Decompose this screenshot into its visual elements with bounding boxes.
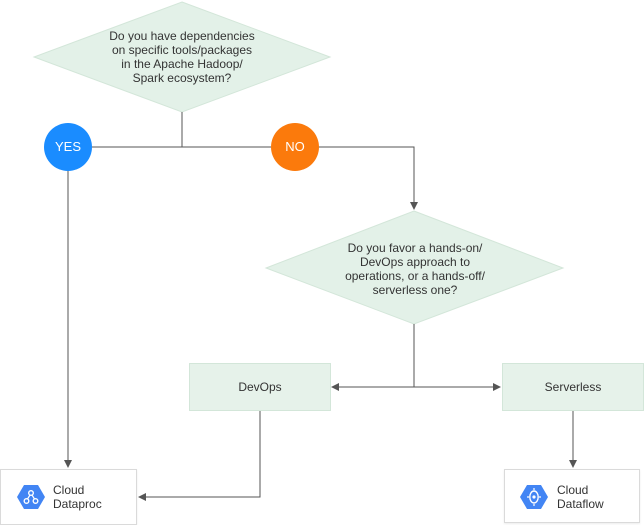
edge-devops-to-dataproc	[138, 411, 261, 501]
cloud-dataproc-label: Cloud Dataproc	[53, 483, 102, 511]
serverless-label: Serverless	[544, 380, 602, 394]
serverless-box	[502, 363, 644, 411]
devops-label: DevOps	[238, 380, 282, 394]
dataflow-icon	[520, 485, 548, 509]
yes-circle	[44, 123, 92, 171]
no-circle	[271, 123, 319, 171]
dataproc-icon	[17, 485, 45, 509]
devops-box	[189, 363, 331, 411]
no-label: NO	[285, 139, 305, 154]
yes-label: YES	[54, 139, 81, 154]
decision2-text: Do you favor a hands-on/ DevOps approach…	[345, 241, 485, 297]
edge-no-to-decision2	[319, 146, 418, 210]
cloud-dataflow-label: Cloud Dataflow	[557, 483, 604, 511]
decision1-text: Do you have dependencies on specific too…	[109, 29, 255, 85]
